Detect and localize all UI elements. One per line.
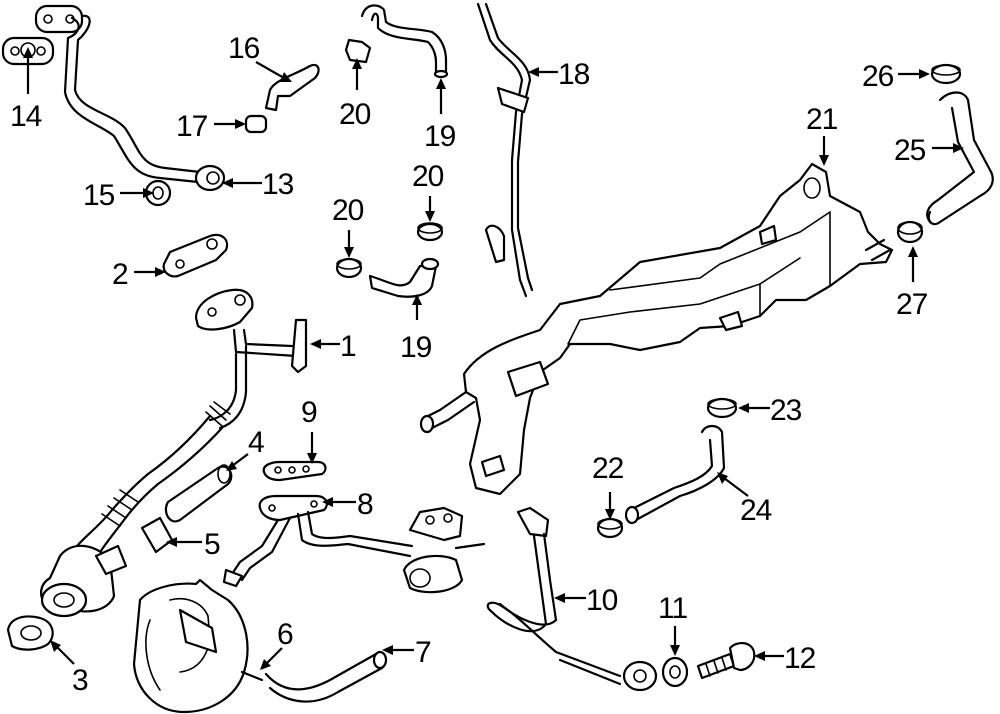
part-8-tube: [222, 494, 486, 594]
svg-text:8: 8: [357, 488, 373, 521]
callout-2: 2: [112, 258, 166, 291]
part-3-gasket: [6, 615, 54, 651]
part-13-tube: [34, 4, 226, 192]
part-26-clamp: [930, 63, 962, 85]
part-25-hose: [926, 91, 994, 226]
svg-text:20: 20: [412, 160, 444, 193]
part-4-sleeve: [164, 464, 233, 523]
svg-text:24: 24: [740, 494, 772, 527]
part-21-hose: [624, 424, 726, 525]
callout-27: 27: [896, 246, 929, 321]
callout-7: 7: [382, 636, 432, 669]
callout-21: 24: [717, 472, 773, 527]
callout-22: 22: [592, 452, 625, 520]
callout-4: 4: [226, 426, 265, 471]
svg-text:9: 9: [301, 396, 317, 429]
svg-text:16: 16: [228, 32, 260, 65]
callout-16: 16: [228, 32, 292, 82]
svg-text:20: 20: [339, 98, 371, 131]
part-20-clip-top: [344, 38, 372, 64]
svg-text:10: 10: [586, 584, 618, 617]
svg-text:5: 5: [204, 528, 220, 561]
callout-11: 11: [658, 592, 688, 656]
svg-text:17: 17: [176, 110, 208, 143]
callout-6: 6: [260, 618, 294, 670]
callout-19-mid: 19: [400, 294, 433, 364]
callout-10: 10: [554, 584, 619, 617]
svg-text:25: 25: [894, 134, 926, 167]
callout-13: 13: [222, 168, 295, 201]
svg-text:23: 23: [770, 394, 802, 427]
part-15-washer: [144, 179, 172, 207]
callout-20-left: 20: [332, 194, 365, 258]
svg-text:12: 12: [784, 642, 816, 675]
part-20-clamp-left: [335, 257, 363, 279]
part-1-egr-pipe: [40, 288, 308, 618]
svg-text:20: 20: [332, 194, 364, 227]
callout-26: 26: [862, 60, 930, 93]
svg-text:6: 6: [277, 618, 293, 651]
callout-8: 8: [322, 488, 374, 521]
svg-text:15: 15: [83, 179, 115, 212]
part-24-heat-shield: [419, 162, 894, 496]
callout-25: 25: [894, 134, 964, 167]
svg-text:13: 13: [262, 168, 294, 201]
callout-14: 14: [10, 47, 43, 133]
part-23-clamp: [706, 397, 738, 419]
svg-text:3: 3: [72, 664, 88, 697]
svg-text:22: 22: [592, 452, 624, 485]
callout-12: 12: [754, 642, 817, 675]
svg-text:19: 19: [400, 331, 432, 364]
callout-23: 23: [738, 394, 803, 427]
part-6-actuator: [132, 578, 264, 714]
part-19-hose-mid: [368, 257, 440, 298]
part-27-clamp: [896, 220, 924, 244]
svg-text:14: 14: [10, 100, 42, 133]
callout-5: 5: [166, 528, 221, 561]
svg-text:26: 26: [862, 60, 894, 93]
callout-18: 18: [528, 58, 591, 91]
callout-9: 9: [301, 396, 318, 464]
part-11-washer: [661, 656, 689, 688]
part-18-pipe: [476, 2, 534, 298]
callout-1: 1: [310, 330, 357, 363]
part-9-gasket: [262, 460, 327, 482]
svg-text:4: 4: [248, 426, 264, 459]
part-12-bolt: [696, 642, 756, 680]
part-20-clamp-mid: [416, 222, 444, 242]
part-19-hose-top: [360, 4, 449, 79]
svg-text:18: 18: [558, 58, 590, 91]
callout-3: 3: [50, 640, 89, 697]
callout-15: 15: [83, 179, 154, 212]
svg-text:19: 19: [424, 120, 456, 153]
part-5-plug: [140, 516, 174, 554]
part-17-plug: [244, 114, 268, 134]
part-10-line: [486, 506, 658, 692]
part-2-gasket: [162, 233, 229, 278]
callout-20-top: 20: [339, 58, 372, 131]
svg-text:27: 27: [896, 288, 928, 321]
callout-20-mid: 20: [412, 160, 445, 222]
svg-text:11: 11: [658, 592, 687, 625]
svg-text:2: 2: [112, 258, 128, 291]
svg-text:1: 1: [340, 330, 356, 363]
part-7-hose: [264, 650, 388, 703]
callout-24: 21: [806, 103, 839, 166]
callout-19-top: 19: [424, 78, 457, 153]
svg-text:7: 7: [415, 636, 431, 669]
part-22-clamp: [596, 517, 624, 539]
svg-text:21: 21: [806, 103, 838, 136]
part-16-bracket: [264, 63, 320, 112]
callout-17: 17: [176, 110, 246, 143]
